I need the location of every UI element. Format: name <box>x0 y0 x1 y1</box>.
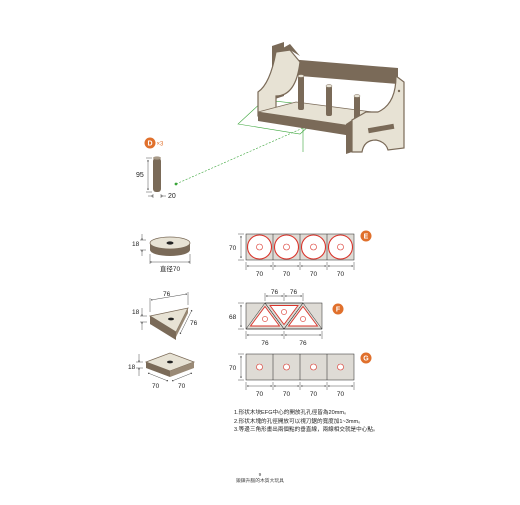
part-e-layout: 70 70 70 70 70 E <box>229 230 372 278</box>
dim-cell-width: 70 <box>283 271 291 278</box>
quantity-label: ×3 <box>157 142 165 148</box>
dim-cell-width: 70 <box>256 271 264 278</box>
note-item: 3.等邊三角形畫出兩個點的垂直線，兩線相交就是中心點。 <box>234 427 379 434</box>
center-hole <box>167 360 173 364</box>
dim-cell-width: 70 <box>256 391 264 398</box>
center-hole <box>166 241 174 245</box>
badge-f <box>332 303 344 315</box>
badge-e <box>360 230 372 242</box>
part-e-iso: 18 直径70 <box>132 234 191 273</box>
badge-d <box>144 137 156 149</box>
right-side-panel <box>351 74 405 153</box>
dim-side: 70 <box>178 383 186 390</box>
pegs <box>297 74 361 120</box>
dim-cell-width: 70 <box>310 271 318 278</box>
part-f-iso: 76 76 18 <box>132 291 198 340</box>
part-d: D ×3 95 20 <box>136 137 178 200</box>
dim-side: 76 <box>163 291 171 298</box>
side-slot <box>367 123 395 134</box>
left-side-panel <box>257 49 301 119</box>
svg-text:G: G <box>363 356 369 363</box>
part-g-layout: 70 70 70 70 70 G <box>229 352 372 398</box>
page-footer: 9 鍛鍊升腦的木質大玩具 <box>0 473 520 485</box>
note-item: 1.形状木块EFG中心的開放孔孔徑皆為20mm。 <box>234 410 350 416</box>
part-f-layout: 76 76 68 76 76 F <box>229 289 344 347</box>
dim-diameter: 直径70 <box>160 264 181 273</box>
notes-list: 1.形状木块EFG中心的開放孔孔徑皆為20mm。 2.形状木塊的孔徑開放可以視刀… <box>234 409 434 435</box>
dim-cell-width: 70 <box>337 271 345 278</box>
dim-row-height: 70 <box>229 245 237 252</box>
svg-text:F: F <box>336 307 341 314</box>
dim-cell-width: 70 <box>283 391 291 398</box>
center-hole <box>168 317 174 321</box>
peg-drawing <box>153 158 161 192</box>
dim-top-width: 76 <box>290 289 298 296</box>
dim-row-height: 70 <box>229 365 237 372</box>
dim-height: 95 <box>136 172 144 179</box>
svg-text:D: D <box>147 141 152 148</box>
dim-side: 76 <box>190 320 198 327</box>
back-rail <box>276 58 398 84</box>
dim-bottom-width: 76 <box>299 340 307 347</box>
badge-g <box>360 352 372 364</box>
dim-thickness: 18 <box>128 364 136 371</box>
part-g-iso: 18 70 70 <box>128 352 196 390</box>
dim-top-width: 76 <box>271 289 279 296</box>
footer-caption: 鍛鍊升腦的木質大玩具 <box>236 479 284 484</box>
guide-line <box>175 127 304 185</box>
svg-text:E: E <box>364 234 369 241</box>
dim-width: 20 <box>168 193 176 200</box>
dim-thickness: 18 <box>132 309 140 316</box>
dim-thickness: 18 <box>132 241 140 248</box>
peg-rack-illustration <box>175 42 405 185</box>
note-item: 2.形状木塊的孔徑開放可以視刀鋸的寬度加1~3mm。 <box>234 418 364 425</box>
dim-cell-width: 70 <box>310 391 318 398</box>
dim-bottom-width: 76 <box>261 340 269 347</box>
dim-cell-width: 70 <box>337 391 345 398</box>
dim-side: 70 <box>152 383 160 390</box>
dim-row-height: 68 <box>229 314 237 321</box>
page-number: 9 <box>258 473 262 478</box>
base-board-front <box>258 112 352 136</box>
